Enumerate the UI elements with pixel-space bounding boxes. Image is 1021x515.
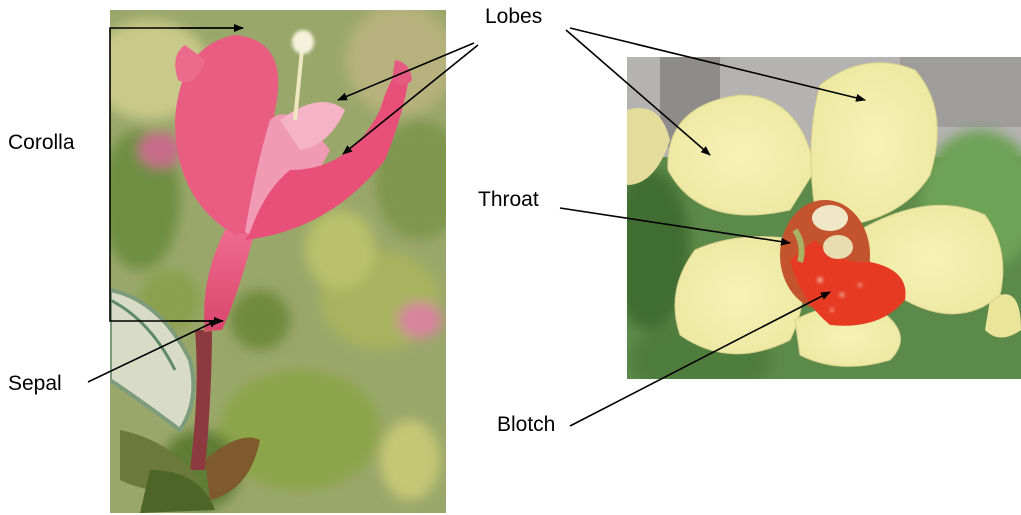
- corolla-label: Corolla: [8, 132, 75, 153]
- pink-flower-photo: [90, 5, 465, 513]
- yellow-flower-photo: [610, 57, 1021, 400]
- blotch-label: Blotch: [497, 414, 555, 435]
- throat-label: Throat: [478, 189, 539, 210]
- lobes-label: Lobes: [485, 6, 542, 27]
- sepal-label: Sepal: [8, 373, 62, 394]
